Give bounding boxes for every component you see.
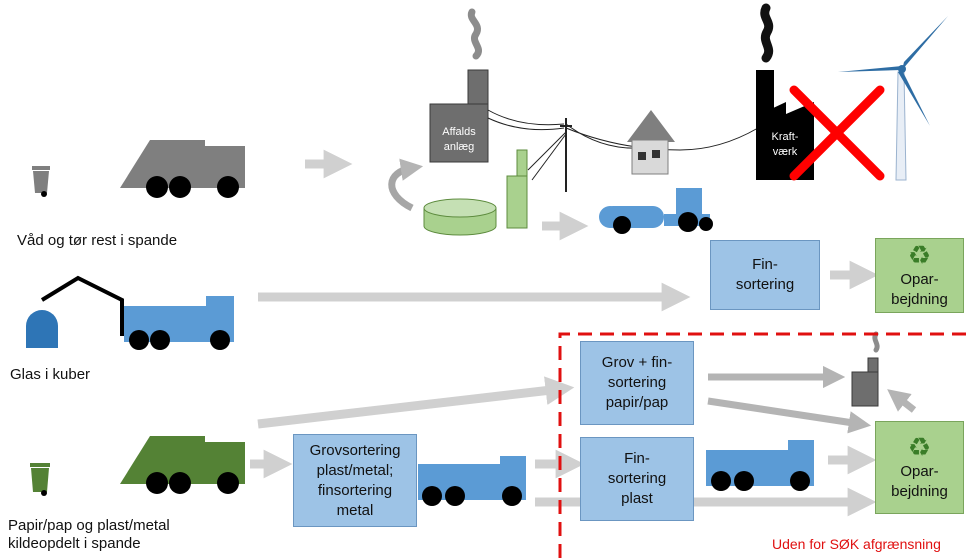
main-reprocessing-label: Opar- bejdning bbox=[891, 462, 948, 500]
main-reprocessing-box: ♻ Opar- bejdning bbox=[875, 421, 964, 514]
curved-arrow-icon bbox=[388, 158, 424, 212]
residual-waste-label: Våd og tør rest i spande bbox=[17, 232, 178, 249]
blue-truck-glass-icon bbox=[124, 296, 234, 350]
recycle-icon: ♻ bbox=[907, 431, 932, 462]
arrow-reprocessing-to-incinerator bbox=[887, 389, 917, 413]
green-truck-icon bbox=[120, 436, 245, 494]
house-icon bbox=[627, 110, 675, 175]
recycle-icon: ♻ bbox=[907, 239, 932, 270]
wind-turbine-icon bbox=[838, 16, 948, 181]
paper-plastic-label-line2: kildeopdelt i spande bbox=[8, 535, 141, 552]
glass-reprocessing-label: Opar- bejdning bbox=[891, 270, 948, 308]
waste-plant-label: Affalds anlæg bbox=[442, 126, 476, 153]
arrow-paper-to-main-reprocessing bbox=[707, 397, 872, 434]
glass-container-icon bbox=[26, 310, 58, 348]
power-plant-label: Kraft- værk bbox=[771, 131, 799, 158]
power-lines bbox=[487, 109, 759, 192]
residual-bin-icon bbox=[32, 166, 50, 197]
tractor-icon bbox=[599, 188, 713, 234]
blue-truck-middle-icon bbox=[418, 456, 526, 506]
system-boundary-line bbox=[558, 332, 969, 558]
power-plant-icon bbox=[756, 3, 814, 180]
paper-plastic-label-line1: Papir/pap og plast/metal bbox=[8, 517, 170, 534]
biogas-tank-icon bbox=[423, 198, 497, 236]
paper-sorting-box: Grov + fin- sortering papir/pap bbox=[580, 341, 694, 425]
arrow-green-truck-to-paper-sorting bbox=[257, 376, 575, 429]
shelter-roof-icon bbox=[40, 275, 124, 336]
glass-reprocessing-box: ♻ Opar- bejdning bbox=[875, 238, 964, 313]
glass-label: Glas i kuber bbox=[10, 366, 91, 383]
green-bin-icon bbox=[30, 463, 50, 496]
gray-truck-icon bbox=[120, 140, 245, 198]
waste-plant-icon bbox=[429, 8, 489, 163]
blue-truck-right-icon bbox=[706, 440, 814, 491]
biogas-engine-icon bbox=[506, 149, 528, 229]
coarse-sorting-box: Grovsortering plast/metal; finsortering … bbox=[293, 434, 417, 527]
plastic-sorting-box: Fin- sortering plast bbox=[580, 437, 694, 521]
fine-sorting-glass-box: Fin- sortering bbox=[710, 240, 820, 310]
small-incinerator-icon bbox=[851, 331, 880, 407]
boundary-label: Uden for SØK afgrænsning bbox=[772, 536, 941, 552]
cross-icon bbox=[789, 85, 885, 181]
